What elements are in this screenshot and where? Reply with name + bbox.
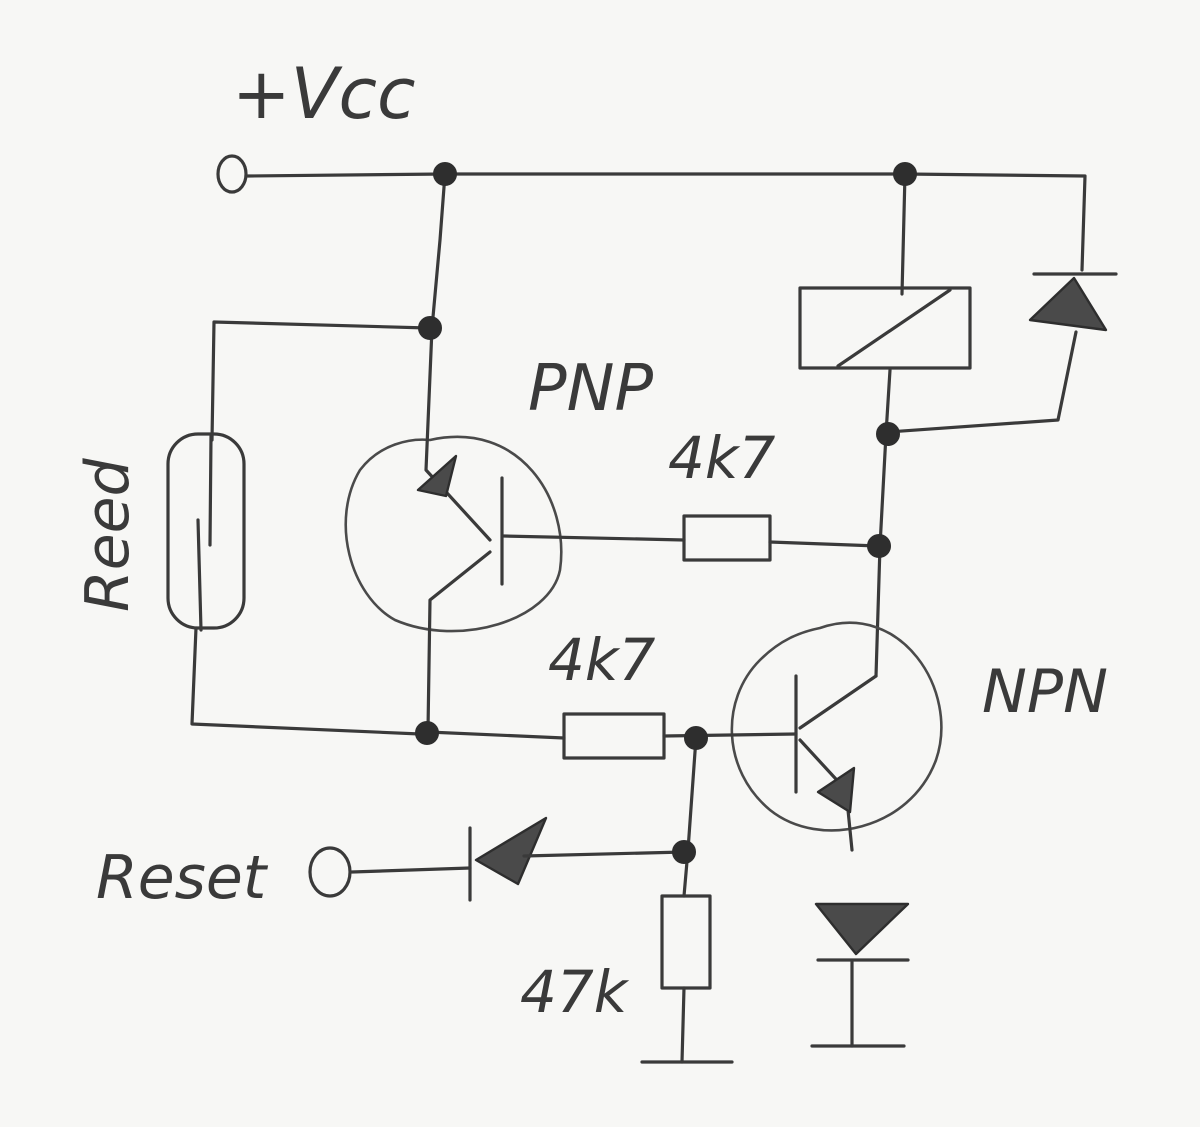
reset-label: Reset [96, 843, 269, 913]
junction-dots [415, 162, 917, 864]
npn-label: NPN [982, 657, 1108, 727]
relay-coil [798, 286, 972, 370]
junction-npn-base [684, 726, 708, 750]
npn-resistor-left-wire [426, 730, 566, 740]
pnp-transistor [344, 326, 563, 732]
reed-switch [166, 432, 246, 632]
junction-pnp-base-collector [867, 534, 891, 558]
npn-emitter-arrow-icon [816, 766, 856, 814]
reset-diode-to-node-wire [522, 850, 686, 858]
reset-diode-arrow-icon [474, 816, 548, 886]
pnp-emitter-feed-wire [430, 172, 447, 330]
junction-pnp-emitter [418, 316, 442, 340]
pulldown-resistor [660, 894, 712, 990]
flyback-diode [886, 272, 1118, 434]
pnp-base-resistor-label: 4k7 [668, 424, 775, 492]
pnp-emitter-arrow-icon [416, 454, 458, 498]
reed-top-wire [210, 320, 430, 442]
junction-reset [672, 840, 696, 864]
junction-vcc-relay [893, 162, 917, 186]
flyback-diode-arrow-icon [1028, 276, 1108, 332]
pnp-label: PNP [528, 352, 653, 426]
npn-base-wire [662, 732, 798, 738]
vcc-terminal [216, 154, 248, 194]
reset-terminal [308, 846, 352, 898]
led-arrow-icon [814, 902, 910, 956]
npn-transistor [730, 621, 943, 852]
pnp-resistor-to-collector-wire [768, 540, 880, 548]
reset-diode [468, 816, 548, 902]
npn-base-down-wire [682, 736, 698, 898]
npn-base-resistor-label: 4k7 [548, 626, 655, 694]
relay-top-wire [900, 172, 907, 296]
vcc-label: +Vcc [232, 53, 416, 135]
pnp-base-wire [502, 534, 686, 542]
reset-wire [350, 866, 472, 874]
vcc-rail-wire [246, 172, 1087, 272]
pulldown-resistor-label: 47k [520, 958, 630, 1026]
pnp-base-resistor [682, 514, 772, 562]
npn-base-resistor [562, 712, 666, 760]
relay-bottom-wire [874, 368, 892, 678]
pulldown-ground-wire [680, 986, 686, 1064]
junction-pnp-collector [415, 721, 439, 745]
junction-relay-diode [876, 422, 900, 446]
led [814, 902, 910, 962]
junction-vcc-pnp [433, 162, 457, 186]
reed-label: Reed [73, 457, 143, 612]
reed-bottom-wire [190, 626, 422, 736]
